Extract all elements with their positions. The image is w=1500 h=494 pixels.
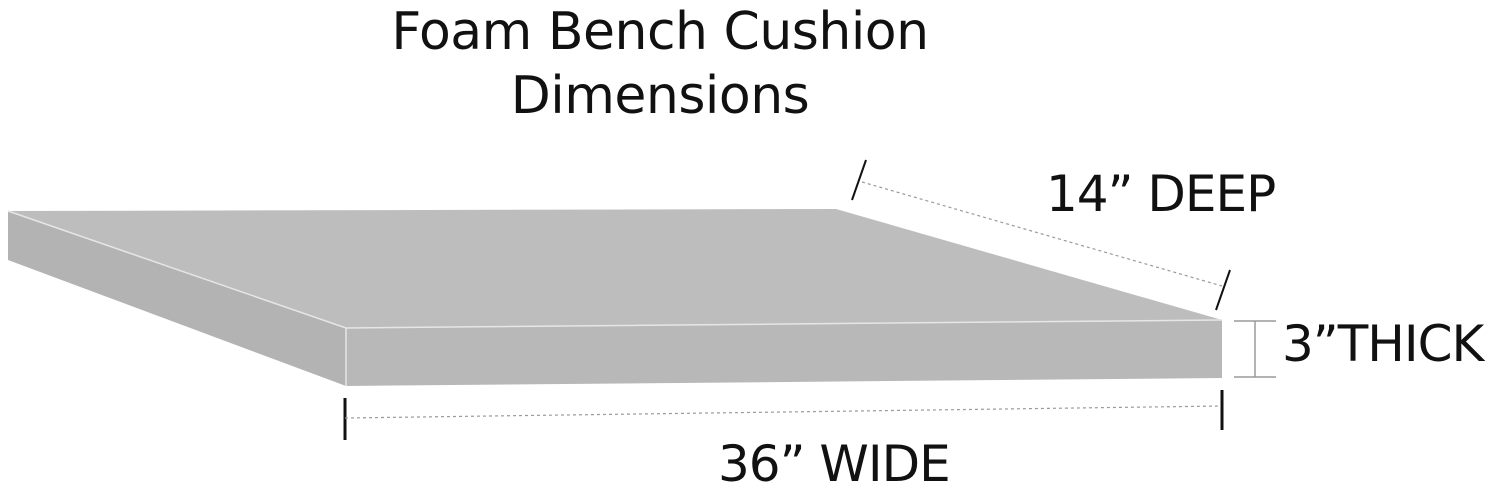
width-dimension-line <box>344 405 1223 419</box>
depth-tick-front <box>1215 269 1231 311</box>
depth-dimension-line <box>861 181 1223 287</box>
depth-label: 14” DEEP <box>1046 165 1276 223</box>
title-line-2: Dimensions <box>510 66 810 126</box>
width-label: 36” WIDE <box>718 435 951 493</box>
diagram-title: Foam Bench Cushion Dimensions <box>280 0 1040 128</box>
cushion-top-face <box>8 209 1222 328</box>
cushion-front-face <box>346 320 1222 386</box>
depth-tick-back <box>851 159 867 201</box>
thickness-label: 3”THICK <box>1282 315 1484 373</box>
cushion-left-face <box>8 211 346 386</box>
title-line-1: Foam Bench Cushion <box>391 2 929 62</box>
